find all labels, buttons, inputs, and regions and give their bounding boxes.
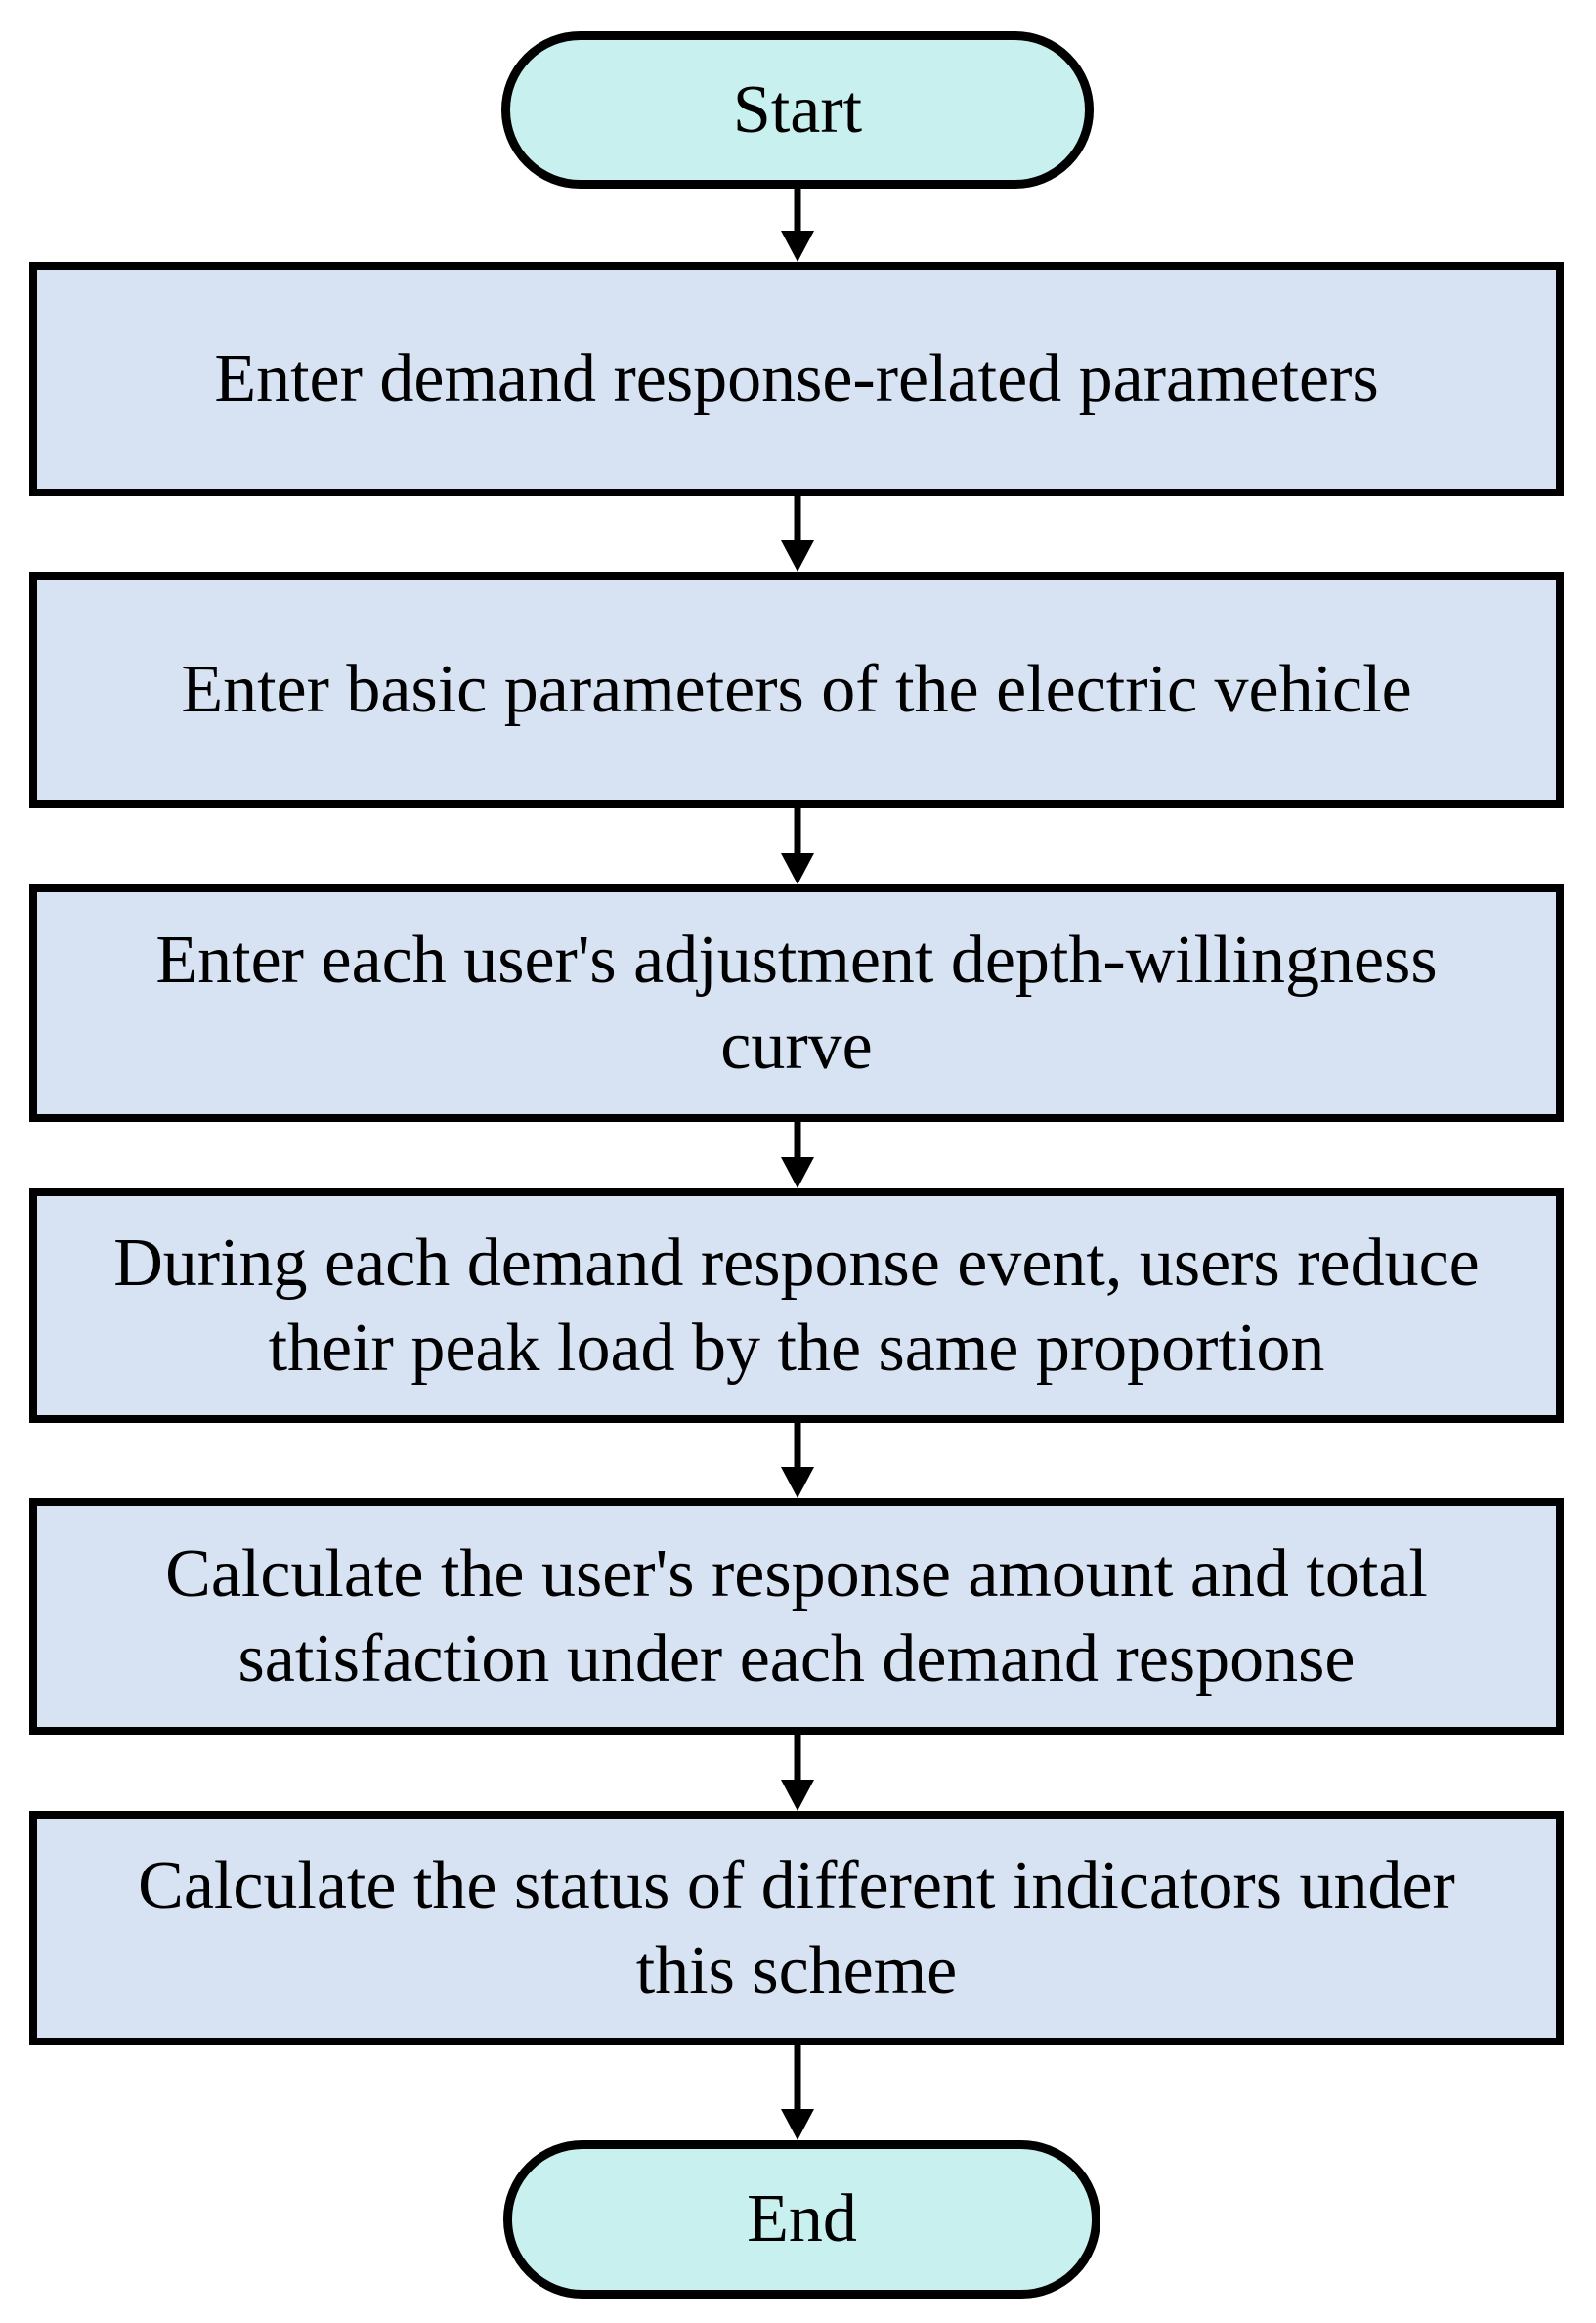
arrow-down-icon bbox=[781, 853, 814, 884]
arrow-step2-to-step3 bbox=[781, 808, 814, 884]
node-step6-process: Calculate the status of different indica… bbox=[29, 1811, 1564, 2045]
node-start-terminal: Start bbox=[501, 31, 1094, 189]
node-label: End bbox=[747, 2181, 857, 2258]
arrow-step5-to-step6 bbox=[781, 1735, 814, 1811]
arrow-step6-to-end bbox=[781, 2045, 814, 2140]
node-label: Enter basic parameters of the electric v… bbox=[181, 652, 1412, 728]
node-step4-process: During each demand response event, users… bbox=[29, 1188, 1564, 1423]
arrow-line bbox=[794, 1735, 801, 1785]
arrow-line bbox=[794, 1122, 801, 1163]
node-label: Calculate the user's response amount and… bbox=[165, 1535, 1428, 1698]
node-step3-process: Enter each user's adjustment depth-willi… bbox=[29, 884, 1564, 1122]
node-step1-process: Enter demand response-related parameters bbox=[29, 262, 1564, 496]
arrow-down-icon bbox=[781, 1157, 814, 1188]
arrow-down-icon bbox=[781, 540, 814, 572]
arrow-down-icon bbox=[781, 231, 814, 262]
node-label: Enter demand response-related parameters bbox=[214, 341, 1379, 417]
arrow-start-to-step1 bbox=[781, 189, 814, 262]
arrow-step4-to-step5 bbox=[781, 1423, 814, 1498]
arrow-down-icon bbox=[781, 1780, 814, 1811]
arrow-line bbox=[794, 496, 801, 546]
arrow-step3-to-step4 bbox=[781, 1122, 814, 1188]
arrow-down-icon bbox=[781, 2109, 814, 2140]
node-label: Calculate the status of different indica… bbox=[138, 1847, 1455, 2009]
arrow-line bbox=[794, 2045, 801, 2115]
arrow-line bbox=[794, 808, 801, 859]
arrow-line bbox=[794, 189, 801, 237]
arrow-step1-to-step2 bbox=[781, 496, 814, 572]
node-label: Start bbox=[732, 71, 863, 148]
node-label: Enter each user's adjustment depth-willi… bbox=[155, 923, 1438, 1084]
node-step2-process: Enter basic parameters of the electric v… bbox=[29, 572, 1564, 808]
node-end-terminal: End bbox=[503, 2140, 1100, 2299]
arrow-line bbox=[794, 1423, 801, 1473]
node-label: During each demand response event, users… bbox=[113, 1225, 1480, 1387]
node-step5-process: Calculate the user's response amount and… bbox=[29, 1498, 1564, 1735]
arrow-down-icon bbox=[781, 1467, 814, 1498]
